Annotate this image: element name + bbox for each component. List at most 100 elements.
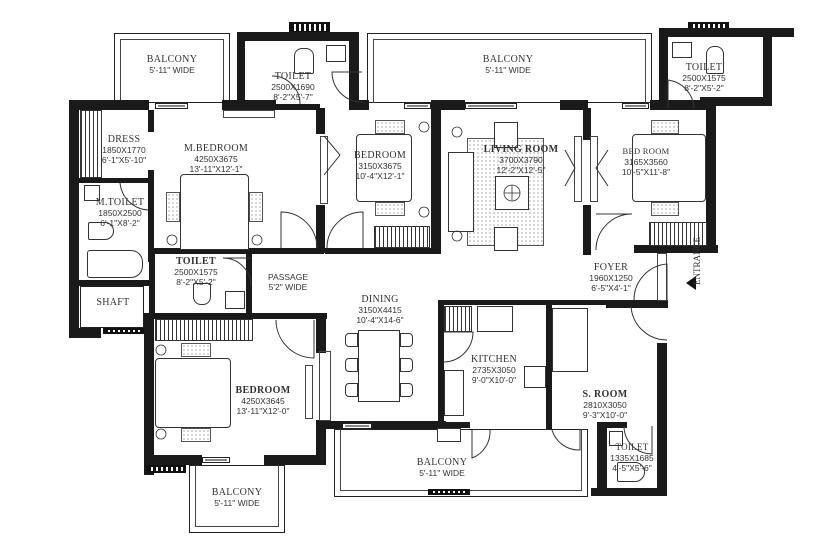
room-name: BEDROOM xyxy=(353,150,407,161)
room-dim-mm: 1335X1685 xyxy=(610,453,654,463)
room-dim-mm: 2500X1575 xyxy=(682,73,726,83)
balcony-top-mid xyxy=(367,33,652,103)
wall xyxy=(316,313,326,353)
label-foyer: FOYER 1960X1250 6'-5"X4'-1" xyxy=(589,262,633,293)
wall xyxy=(246,252,252,316)
washbasin xyxy=(225,291,245,309)
toilet-seat xyxy=(617,462,645,482)
room-dim-ft: 6'-5"X4'-1" xyxy=(591,283,631,293)
toilet-seat xyxy=(294,48,314,74)
sliding-door[interactable] xyxy=(590,136,598,202)
chair xyxy=(400,333,413,347)
wall xyxy=(634,245,718,253)
washbasin xyxy=(609,431,623,446)
room-dim-mm: 3150X3675 xyxy=(358,161,402,171)
washbasin xyxy=(672,42,692,58)
window xyxy=(404,103,431,109)
room-name: BALCONY xyxy=(146,54,198,65)
wall xyxy=(222,100,276,110)
bed xyxy=(155,358,231,428)
room-dim-mm: 2500X1690 xyxy=(271,82,315,92)
side-table xyxy=(651,202,679,216)
side-table xyxy=(181,343,211,357)
label-passage: PASSAGE 5'2" WIDE xyxy=(268,272,308,292)
toilet-seat xyxy=(193,283,211,305)
wall xyxy=(148,110,154,132)
chair xyxy=(400,358,413,372)
entrance-arrow-icon xyxy=(686,276,696,290)
label-toilet-top: TOILET 2500X1690 8'-2"X5'-7" xyxy=(271,71,315,102)
room-dim-ft: 8'-2"X5'-2" xyxy=(684,83,724,93)
wall xyxy=(237,32,359,41)
exhaust-vent xyxy=(146,465,186,473)
bed xyxy=(180,174,249,250)
room-dim-mm: 1960X1250 xyxy=(589,273,633,283)
room-name: LIVING ROOM xyxy=(483,144,559,155)
room-name: M.TOILET xyxy=(95,197,145,208)
bed xyxy=(632,134,706,202)
room-dim-mm: 2500X1575 xyxy=(174,267,218,277)
label-balcony-top-mid: BALCONY 5'-11" WIDE xyxy=(483,54,533,75)
wardrobe xyxy=(374,226,430,248)
armchair xyxy=(494,122,518,148)
room-dim-mm: 2810X3050 xyxy=(583,400,627,410)
label-living-room: LIVING ROOM 3700X3790 12'-2"X12'-5" xyxy=(484,144,559,175)
label-m-bedroom: M.BEDROOM 4250X3675 13'-11"X12'-1" xyxy=(184,143,248,174)
room-dim-mm: 1850X1770 xyxy=(102,145,146,155)
room-name: TOILET xyxy=(685,62,723,73)
wall xyxy=(546,305,552,430)
room-dim-mm: 1850X2500 xyxy=(98,208,142,218)
wall xyxy=(763,28,772,106)
chair xyxy=(345,383,358,397)
dining-table xyxy=(358,330,400,402)
wall xyxy=(700,97,772,106)
s-room-bed xyxy=(552,308,588,372)
wardrobe xyxy=(80,110,102,178)
sliding-door[interactable] xyxy=(305,365,313,419)
chair xyxy=(345,333,358,347)
room-dim: 5'-11" WIDE xyxy=(149,65,195,75)
label-bedroom-2: BEDROOM 3150X3675 10'-4"X12'-1" xyxy=(354,150,406,181)
label-shaft: SHAFT xyxy=(96,297,129,308)
side-table xyxy=(651,120,679,134)
balcony-rail xyxy=(373,39,646,103)
room-dim-ft: 10'-4"X12'-1" xyxy=(355,171,405,181)
room-name: BALCONY xyxy=(482,54,534,65)
side-table xyxy=(375,120,405,134)
room-name: BALCONY xyxy=(416,457,468,468)
room-dim-mm: 3700X3790 xyxy=(499,155,543,165)
balcony-rail xyxy=(120,39,224,103)
sliding-door[interactable] xyxy=(223,110,275,118)
room-name: SHAFT xyxy=(96,297,130,308)
wall xyxy=(69,100,149,110)
kitchen-sink xyxy=(444,370,464,416)
room-dim: 5'2" WIDE xyxy=(268,282,308,292)
wall xyxy=(316,420,326,465)
room-name: S. ROOM xyxy=(582,389,628,400)
room-name: M.BEDROOM xyxy=(183,143,249,154)
window xyxy=(342,423,372,429)
room-dim: 5'-11" WIDE xyxy=(214,498,260,508)
entrance-label: ENTRANCE xyxy=(692,237,702,285)
wall xyxy=(276,104,320,110)
wall xyxy=(659,28,794,37)
wall xyxy=(606,300,668,308)
wall xyxy=(431,100,465,110)
balcony-rail xyxy=(195,465,279,527)
label-bedroom-4: BEDROOM 4250X3645 13'-11"X12'-0" xyxy=(236,385,291,416)
label-m-toilet: M.TOILET 1850X2500 6'-1"X8'-2" xyxy=(96,197,145,228)
window xyxy=(202,457,230,463)
wardrobe xyxy=(649,222,707,246)
wall xyxy=(597,422,607,494)
side-table xyxy=(249,192,263,222)
wall xyxy=(659,28,668,108)
wardrobe xyxy=(155,319,253,341)
wall xyxy=(148,170,154,262)
wall xyxy=(144,455,202,465)
wall xyxy=(325,248,441,254)
shaft xyxy=(80,286,144,328)
balcony-top-left xyxy=(114,33,230,103)
wall xyxy=(316,205,325,253)
